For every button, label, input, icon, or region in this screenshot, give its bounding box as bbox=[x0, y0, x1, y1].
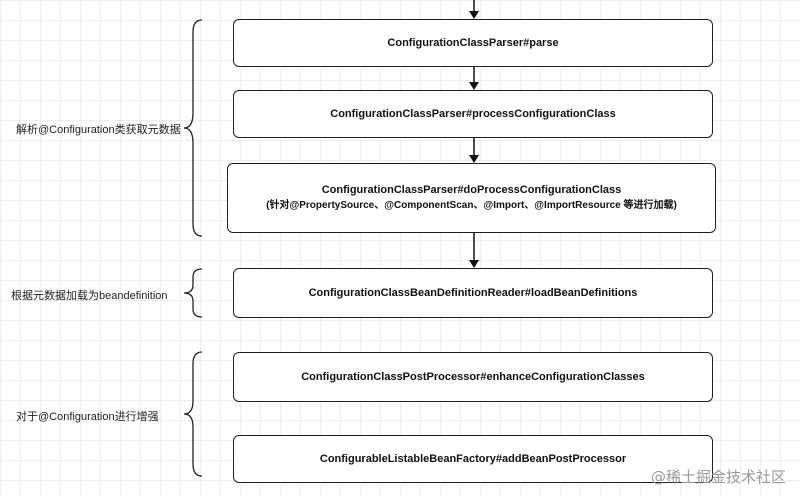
node-process-configuration-class-text: ConfigurationClassParser#processConfigur… bbox=[330, 107, 616, 120]
group-brace-enhance bbox=[183, 351, 203, 477]
node-do-process-configuration-class: ConfigurationClassParser#doProcessConfig… bbox=[227, 163, 716, 233]
node-do-process-configuration-class-text: ConfigurationClassParser#doProcessConfig… bbox=[321, 184, 622, 196]
node-parse-text: ConfigurationClassParser#parse bbox=[387, 36, 559, 49]
node-add-bean-post-processor: ConfigurableListableBeanFactory#addBeanP… bbox=[233, 435, 713, 483]
group-label-load-definitions: 根据元数据加载为beandefinition bbox=[11, 290, 168, 302]
edge-doprocess-to-load-arrowhead bbox=[469, 260, 479, 268]
node-add-bean-post-processor-text: ConfigurableListableBeanFactory#addBeanP… bbox=[319, 452, 627, 465]
incoming-arrowhead bbox=[469, 11, 479, 19]
node-enhance-configuration-classes-text: ConfigurationClassPostProcessor#enhanceC… bbox=[301, 370, 645, 383]
edge-process-to-doprocess-arrowhead bbox=[469, 155, 479, 163]
node-enhance-configuration-classes: ConfigurationClassPostProcessor#enhanceC… bbox=[233, 352, 713, 402]
node-parse: ConfigurationClassParser#parse bbox=[233, 19, 713, 67]
group-brace-parse-metadata bbox=[183, 19, 203, 237]
group-brace-load-definitions bbox=[183, 268, 203, 318]
edge-parse-to-process-arrowhead bbox=[469, 82, 479, 90]
group-label-parse-metadata: 解析@Configuration类获取元数据 bbox=[16, 124, 181, 136]
watermark: @稀土掘金技术社区 bbox=[650, 468, 786, 486]
node-load-bean-definitions-text: ConfigurationClassBeanDefinitionReader#l… bbox=[308, 286, 638, 299]
node-load-bean-definitions: ConfigurationClassBeanDefinitionReader#l… bbox=[233, 268, 713, 318]
group-label-enhance: 对于@Configuration进行增强 bbox=[16, 411, 159, 423]
node-do-process-configuration-class-subtext: (针对@PropertySource、@ComponentScan、@Impor… bbox=[266, 200, 677, 211]
node-process-configuration-class: ConfigurationClassParser#processConfigur… bbox=[233, 90, 713, 138]
